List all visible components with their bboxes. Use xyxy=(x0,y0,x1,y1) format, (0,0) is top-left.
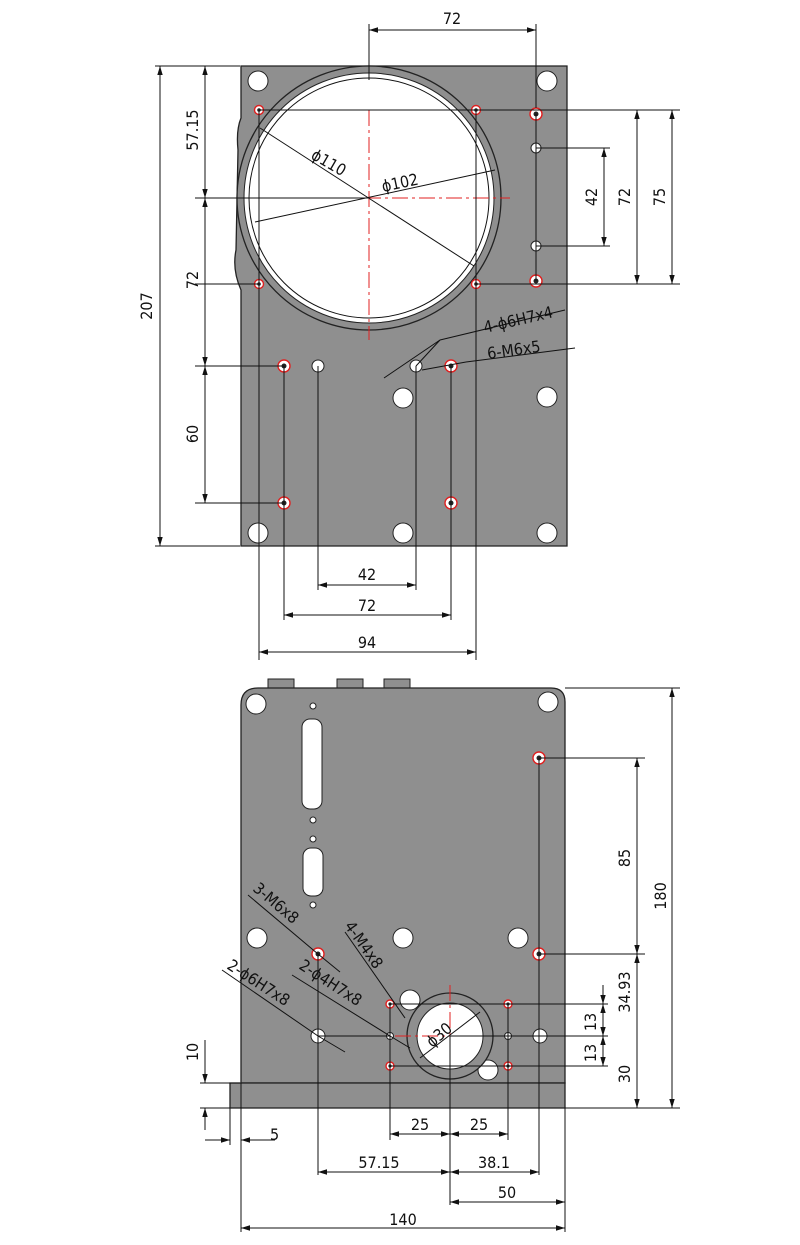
dim-30: 30 xyxy=(615,1065,634,1083)
dim-60: 60 xyxy=(183,425,202,443)
corner-hole xyxy=(536,70,558,92)
mid-hole xyxy=(399,989,421,1011)
corner-hole xyxy=(537,691,559,713)
corner-hole xyxy=(536,522,558,544)
dim-75-right: 75 xyxy=(650,188,669,206)
dsub-screw xyxy=(309,901,317,909)
dsub-screw xyxy=(309,835,317,843)
corner-hole xyxy=(245,693,267,715)
dia-30-line xyxy=(419,1011,481,1059)
base-flange xyxy=(229,1082,566,1109)
mid-hole xyxy=(536,386,558,408)
dia-110-line xyxy=(259,127,475,267)
front-extension-lines xyxy=(200,687,680,1232)
dim-25-a: 25 xyxy=(411,1115,429,1134)
top-view: 72 207 57.15 72 60 42 72 75 42 72 94 ϕ11… xyxy=(137,9,680,660)
dsub-screw xyxy=(309,816,317,824)
mid-hole xyxy=(507,927,529,949)
dim-50: 50 xyxy=(498,1183,516,1202)
dim-5: 5 xyxy=(270,1125,279,1144)
mid-hole xyxy=(477,1059,499,1081)
dsub-connector-small xyxy=(302,847,324,897)
dim-72-right: 72 xyxy=(615,188,634,206)
dsub-screw xyxy=(309,702,317,710)
dim-180: 180 xyxy=(651,882,670,909)
dim-85: 85 xyxy=(615,849,634,867)
dim-94-bottom: 94 xyxy=(358,633,376,652)
dim-38-1: 38.1 xyxy=(478,1153,510,1172)
dim-42-bottom: 42 xyxy=(358,565,376,584)
dim-13-b: 13 xyxy=(581,1044,600,1062)
dim-13-a: 13 xyxy=(581,1013,600,1031)
mid-hole xyxy=(392,927,414,949)
front-view: 85 180 34.93 13 13 30 10 5 25 25 57.15 3… xyxy=(183,678,680,1232)
mid-hole xyxy=(246,927,268,949)
mid-hole xyxy=(392,387,414,409)
dim-72-left: 72 xyxy=(183,271,202,289)
dim-34-93: 34.93 xyxy=(615,971,634,1012)
top-dimension-lines xyxy=(157,27,675,655)
dim-25-b: 25 xyxy=(470,1115,488,1134)
dim-140: 140 xyxy=(389,1210,416,1229)
corner-hole xyxy=(247,522,269,544)
dim-57-15: 57.15 xyxy=(183,109,202,150)
dim-72-top: 72 xyxy=(443,9,461,28)
front-dimension-lines xyxy=(202,688,675,1231)
corner-hole xyxy=(392,522,414,544)
dim-57-15: 57.15 xyxy=(358,1153,399,1172)
dim-207: 207 xyxy=(137,292,156,319)
dsub-connector-large xyxy=(301,718,323,810)
corner-hole xyxy=(247,70,269,92)
dim-42-right: 42 xyxy=(582,188,601,206)
dim-10: 10 xyxy=(183,1043,202,1061)
dim-72-bottom: 72 xyxy=(358,596,376,615)
front-plate xyxy=(240,687,566,1084)
dia-102-line xyxy=(254,169,496,223)
